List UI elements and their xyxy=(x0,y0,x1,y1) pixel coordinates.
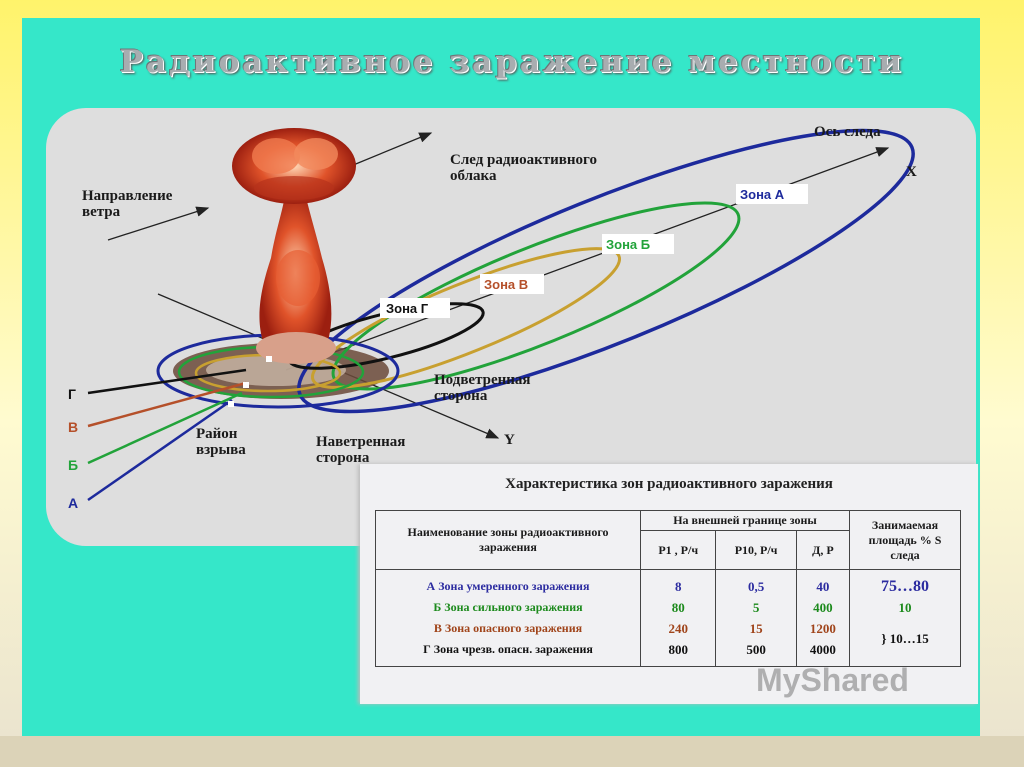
wind-arrow xyxy=(107,206,210,241)
zone-letter-v: В xyxy=(433,621,442,635)
d-cell: 40 400 1200 4000 xyxy=(795,569,851,667)
side-letter-g: Г xyxy=(68,386,76,402)
side-line-v xyxy=(87,381,247,428)
table-title: Характеристика зон радиоактивного зараже… xyxy=(505,476,833,492)
area-b: 10 xyxy=(898,600,912,615)
zone-a-label-box xyxy=(736,184,808,204)
bottom-band xyxy=(0,736,1024,767)
wind-label-line1: Направление xyxy=(82,188,173,204)
p10-b: 5 xyxy=(752,600,760,615)
area-vg-value: 10…15 xyxy=(889,631,929,646)
zones-table-panel: Характеристика зон радиоактивного зараже… xyxy=(360,464,978,704)
zone-b-label-box xyxy=(602,234,674,254)
trace-axis-label: Ось следа xyxy=(814,124,881,140)
zones-table: Наименование зоны радиоактивного заражен… xyxy=(375,510,961,667)
mushroom-cloud-icon xyxy=(232,128,356,364)
header-p10: P10, Р/ч xyxy=(715,530,797,570)
leeward-label-line2: сторона xyxy=(434,388,488,404)
axis-x-label: X xyxy=(906,164,917,180)
zone-letter-b: Б xyxy=(433,600,442,614)
zone-row-v: В Зона опасного заражения xyxy=(380,618,636,639)
marker xyxy=(228,401,234,407)
area-cell: 75…80 10 } 10…15 xyxy=(849,569,961,667)
zone-names-cell: А Зона умеренного заражения Б Зона сильн… xyxy=(375,569,641,667)
zone-g-label: Зона Г xyxy=(386,301,429,316)
p1-g: 800 xyxy=(668,642,688,657)
p1-v: 240 xyxy=(668,621,688,636)
contamination-diagram: Направление ветра След радиоактивного об… xyxy=(46,108,976,546)
marker xyxy=(266,356,272,362)
header-p1: P1 , Р/ч xyxy=(639,530,717,570)
zone-v-ellipse xyxy=(310,247,622,389)
side-line-g xyxy=(87,368,247,395)
leeward-label-line1: Подветренная xyxy=(434,372,531,388)
p10-g: 500 xyxy=(746,642,766,657)
zone-g-label-box xyxy=(380,298,450,318)
windward-label-line1: Наветренная xyxy=(316,434,405,450)
zone-name-g: Зона чрезв. опасн. заражения xyxy=(433,642,593,656)
zone-b-ellipse xyxy=(331,201,741,391)
blast-label-line2: взрыва xyxy=(196,442,246,458)
wind-label-line2: ветра xyxy=(82,204,121,220)
p1-cell: 8 80 240 800 xyxy=(639,569,717,667)
zone-name-a: Зона умеренного заражения xyxy=(438,579,590,593)
zone-a-ellipse xyxy=(297,128,915,414)
d-b: 400 xyxy=(813,600,833,615)
p10-v: 15 xyxy=(749,621,763,636)
header-d: Д, Р xyxy=(795,530,851,570)
zone-name-v: Зона опасного заражения xyxy=(444,621,583,635)
header-boundary: На внешней границе зоны xyxy=(640,510,850,531)
p1-b: 80 xyxy=(671,600,685,615)
zone-row-b: Б Зона сильного заражения xyxy=(380,597,636,618)
zone-b-label: Зона Б xyxy=(606,237,650,252)
side-line-b xyxy=(87,391,243,465)
header-name: Наименование зоны радиоактивного заражен… xyxy=(375,510,641,570)
side-line-a xyxy=(87,398,233,502)
marker xyxy=(243,382,249,388)
axis-y-label: Y xyxy=(504,432,515,448)
wind-arrow-upper xyxy=(345,132,433,169)
d-g: 4000 xyxy=(809,642,836,657)
p10-a: 0,5 xyxy=(747,579,765,594)
trail-label-line1: След радиоактивного xyxy=(450,152,597,168)
zone-v-label-box xyxy=(480,274,544,294)
header-area: Занимаемая площадь % S следа xyxy=(849,510,961,570)
windward-label-line2: сторона xyxy=(316,450,370,466)
area-vg: } 10…15 xyxy=(881,631,929,646)
zone-name-b: Зона сильного заражения xyxy=(444,600,583,614)
zone-row-g: Г Зона чрезв. опасн. заражения xyxy=(380,639,636,660)
side-letter-b: Б xyxy=(68,457,78,473)
area-a: 75…80 xyxy=(881,578,929,595)
trail-label-line2: облака xyxy=(450,168,497,184)
page-title: Радиоактивное заражение местности xyxy=(119,44,905,80)
zone-letter-g: Г xyxy=(423,642,431,656)
p10-cell: 0,5 5 15 500 xyxy=(715,569,797,667)
blast-label-line1: Район xyxy=(196,426,238,442)
watermark-logo: MyShared xyxy=(756,662,909,698)
p1-a: 8 xyxy=(674,579,682,594)
side-letter-a: А xyxy=(68,495,78,511)
zone-a-label: Зона А xyxy=(740,187,785,202)
d-a: 40 xyxy=(816,579,830,594)
d-v: 1200 xyxy=(809,621,836,636)
diagram-svg: Направление ветра След радиоактивного об… xyxy=(68,124,917,511)
zone-v-label: Зона В xyxy=(484,277,528,292)
zone-row-a: А Зона умеренного заражения xyxy=(380,576,636,597)
zone-letter-a: А xyxy=(426,579,436,593)
side-letter-v: В xyxy=(68,419,78,435)
